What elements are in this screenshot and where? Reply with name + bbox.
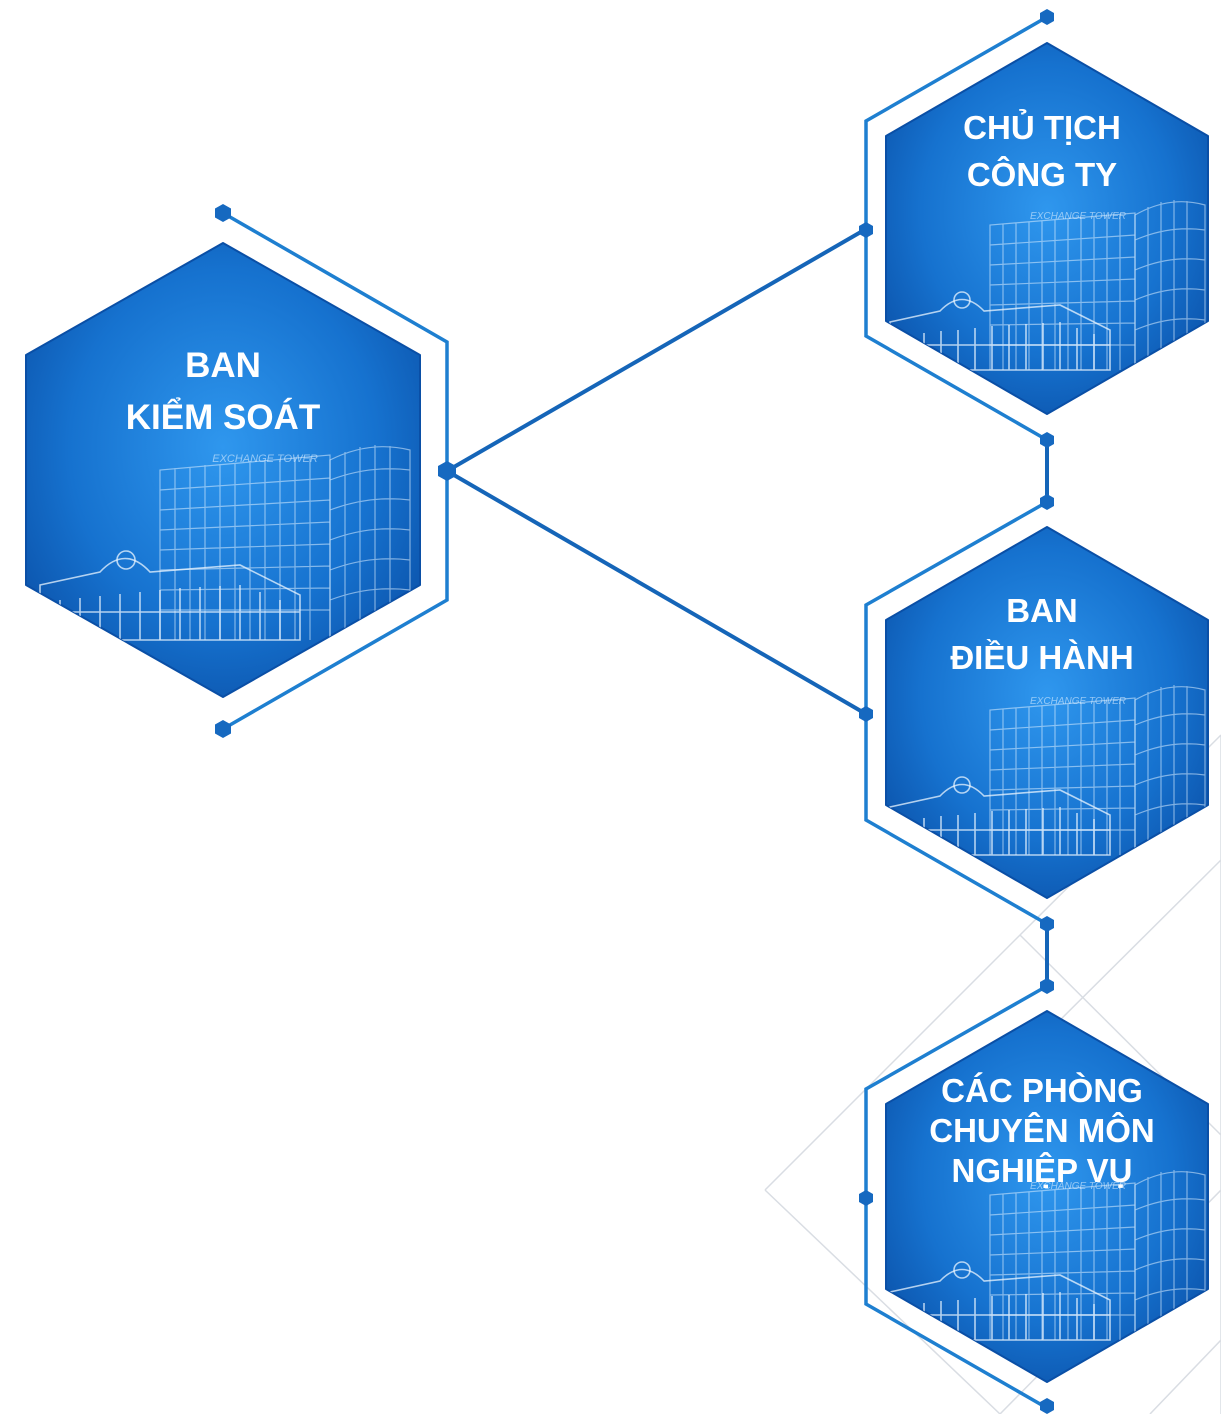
building-illustration: EXCHANGE TOWER (39, 445, 411, 641)
hex-cac-phong (885, 1010, 1209, 1383)
node-ban-kiem-soat: EXCHANGE TOWER BAN KIỂM SOÁT (25, 242, 421, 698)
node-chu-tich-cong-ty: EXCHANGE TOWER CHỦ TỊCH CÔNG TY (885, 42, 1209, 415)
watermark-text: EXCHANGE TOWER (212, 453, 318, 465)
node-label-line: NGHIỆP VỤ (952, 1152, 1133, 1189)
connector-to-chu-tich (445, 227, 868, 473)
node-label-line: CHỦ TỊCH (963, 109, 1121, 146)
node-label-line: ĐIỀU HÀNH (950, 639, 1133, 676)
dot (438, 461, 456, 481)
dot (1040, 978, 1054, 994)
node-label-line: BAN (1006, 592, 1078, 629)
dot (1040, 1398, 1054, 1414)
hex-ban-kiem-soat (25, 242, 421, 698)
watermark-text: EXCHANGE TOWER (1030, 696, 1126, 707)
dot (215, 720, 231, 738)
node-ban-dieu-hanh: EXCHANGE TOWER BAN ĐIỀU HÀNH (885, 526, 1209, 899)
connectors (445, 227, 1049, 986)
node-label-line: CÔNG TY (967, 155, 1117, 193)
node-label-line: KIỂM SOÁT (126, 397, 320, 437)
frame-dots (215, 9, 1054, 1414)
dot (1040, 432, 1054, 448)
dot (859, 222, 873, 238)
node-label-line: CÁC PHÒNG (941, 1072, 1143, 1109)
node-label-line: CHUYÊN MÔN (929, 1111, 1155, 1149)
watermark-text: EXCHANGE TOWER (1030, 1181, 1126, 1192)
watermark-text: EXCHANGE TOWER (1030, 211, 1126, 222)
node-label-line: BAN (185, 346, 261, 385)
dot (1040, 916, 1054, 932)
node-cac-phong-chuyen-mon: EXCHANGE TOWER CÁC PHÒNG CHUYÊN MÔN NGHI… (885, 1010, 1209, 1383)
dot (859, 706, 873, 722)
dot (859, 1190, 873, 1206)
hex-chu-tich (885, 42, 1209, 415)
hex-ban-dieu-hanh (885, 526, 1209, 899)
dot (1040, 9, 1054, 25)
connector-to-ban-dieu-hanh (445, 469, 868, 716)
building-illustration: EXCHANGE TOWER (889, 200, 1206, 371)
dot (215, 204, 231, 222)
dot (1040, 494, 1054, 510)
